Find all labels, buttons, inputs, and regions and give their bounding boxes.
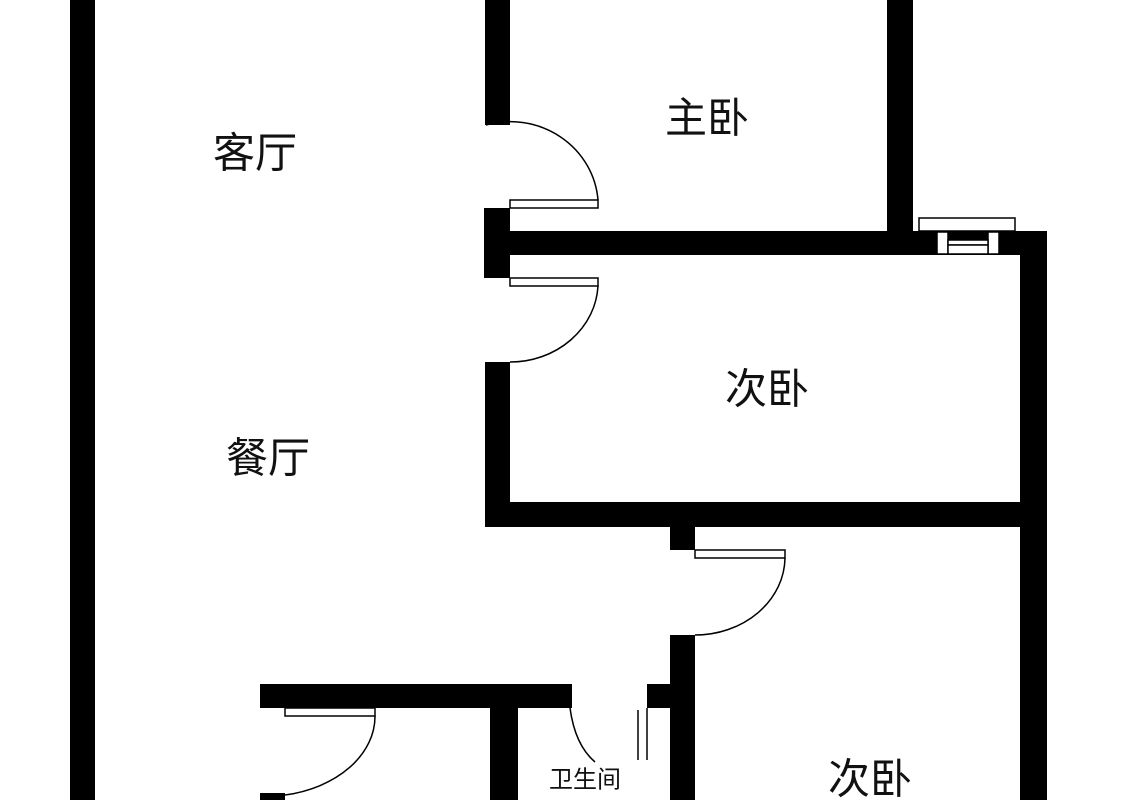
window-pane (987, 231, 1000, 255)
wall-left (70, 0, 95, 800)
wall-block (647, 684, 672, 708)
wall-living-bedroom (485, 362, 510, 527)
wall-bath-left (490, 700, 518, 800)
room-label-master-bedroom: 主卧 (664, 93, 750, 143)
room-label-second-bedroom-2: 次卧 (827, 754, 913, 804)
wall-bottom-stub (260, 793, 285, 800)
door-leaf-kitchen (284, 707, 376, 717)
wall-jamb-2 (670, 527, 695, 550)
wall-bedroom-bottom (485, 502, 1047, 527)
door-swing-bathroom (569, 707, 596, 763)
door-leaf-bedroom2 (694, 549, 786, 559)
room-label-bathroom: 卫生间 (549, 765, 621, 794)
wall-bath-top (260, 684, 572, 708)
room-label-second-bedroom-1: 次卧 (724, 364, 810, 414)
window-pane (947, 244, 989, 255)
window (918, 217, 1016, 255)
room-label-living-room: 客厅 (212, 128, 298, 178)
wall-jamb (484, 208, 510, 278)
door-swing-bedroom1 (509, 285, 599, 363)
window-sill (918, 217, 1016, 232)
wall-living-master-top (485, 0, 510, 125)
door-swing-master (485, 120, 599, 201)
door-leaf-master (509, 199, 599, 209)
door-leaf-bedroom1 (509, 277, 599, 287)
walls (70, 0, 1047, 800)
window-pane (936, 231, 949, 255)
wall-master-right (887, 0, 913, 250)
room-label-dining-room: 餐厅 (225, 433, 311, 483)
wall-bedroom2-left (670, 635, 695, 800)
door-swing-bedroom2 (694, 557, 786, 636)
door-swing-kitchen (284, 715, 376, 796)
doors (284, 120, 786, 796)
wall-master-bottom (507, 231, 919, 255)
